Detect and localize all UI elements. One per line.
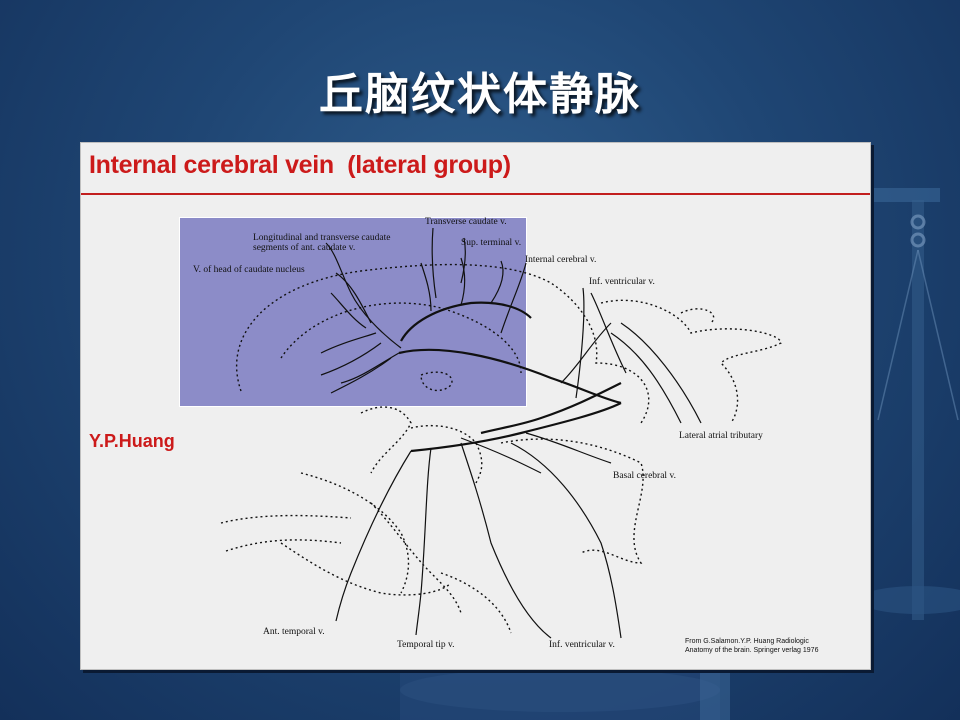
diagram-panel: Internal cerebral vein (lateral group) (80, 142, 871, 670)
label-internal-cerebral: Internal cerebral v. (525, 255, 597, 265)
author-label: Y.P.Huang (89, 431, 175, 451)
anatomical-drawing (220, 227, 782, 639)
label-inf-ventricular-bottom: Inf. ventricular v. (549, 640, 615, 650)
slide-title: 丘脑纹状体静脉 (319, 69, 641, 120)
label-transverse-caudate: Transverse caudate v. (425, 217, 507, 227)
credit-line-2: Anatomy of the brain. Springer verlag 19… (685, 647, 819, 654)
label-temporal-tip: Temporal tip v. (397, 640, 455, 650)
label-basal-cerebral: Basal cerebral v. (613, 471, 676, 481)
label-head-caudate: V. of head of caudate nucleus (193, 265, 305, 275)
label-longitudinal-caudate-line2: segments of ant. caudate v. (253, 243, 356, 253)
label-sup-terminal: Sup. terminal v. (461, 238, 522, 248)
label-lateral-atrial: Lateral atrial tributary (679, 431, 763, 441)
label-ant-temporal: Ant. temporal v. (263, 627, 325, 637)
label-longitudinal-caudate-line1: Longitudinal and transverse caudate (253, 233, 391, 243)
source-credit: From G.Salamon.Y.P. Huang Radiologic Ana… (685, 637, 818, 655)
heading-divider (81, 193, 870, 195)
credit-line-1: From G.Salamon.Y.P. Huang Radiologic (685, 638, 809, 645)
label-inf-ventricular-top: Inf. ventricular v. (589, 277, 655, 287)
panel-heading: Internal cerebral vein (lateral group) (89, 151, 511, 179)
